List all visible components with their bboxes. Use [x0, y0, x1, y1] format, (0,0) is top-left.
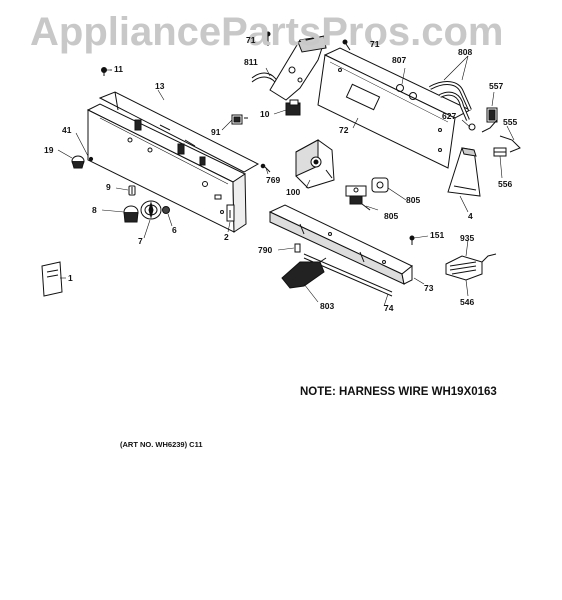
part-10-switch	[285, 99, 301, 116]
callout-805a: 805	[406, 195, 421, 205]
callout-769: 769	[266, 175, 281, 185]
watermark-logo: AppliancePartsPros.com	[30, 10, 504, 54]
callout-73: 73	[424, 283, 434, 293]
part-151-screw	[409, 235, 415, 245]
callout-6: 6	[172, 225, 177, 235]
part-6-knob	[162, 206, 170, 214]
part-803-bracket	[281, 257, 327, 289]
callout-91: 91	[211, 127, 221, 137]
part-8-knob	[123, 205, 139, 223]
callout-1: 1	[68, 273, 73, 283]
part-808-inlet-hoses	[429, 81, 472, 121]
part-13-control-panel	[86, 103, 247, 233]
part-71-screw-b	[342, 39, 351, 51]
callout-7: 7	[138, 236, 143, 246]
callout-9: 9	[106, 182, 111, 192]
part-805-switch-a	[371, 177, 389, 193]
part-71-screw	[265, 31, 271, 46]
part-2-bracket	[226, 204, 235, 222]
callout-11: 11	[114, 64, 123, 74]
callout-10: 10	[260, 109, 270, 119]
callout-8: 8	[92, 205, 97, 215]
callout-556: 556	[498, 179, 513, 189]
callout-71: 71	[246, 35, 256, 45]
part-790-clip	[294, 243, 301, 253]
callout-19: 19	[44, 145, 54, 155]
callout-807: 807	[392, 55, 407, 65]
leader-lines	[57, 39, 515, 307]
part-41-pin	[88, 156, 94, 162]
part-557-valve	[481, 107, 498, 133]
callout-803: 803	[320, 301, 335, 311]
callout-790: 790	[258, 245, 273, 255]
part-7-timer-dial	[140, 200, 162, 220]
callout-72: 72	[339, 125, 349, 135]
part-100-timer-motor	[295, 139, 335, 189]
part-807-fitting	[396, 84, 417, 100]
callout-808: 808	[458, 47, 473, 57]
harness-note: NOTE: HARNESS WIRE WH19X0163	[300, 386, 497, 398]
art-number: (ART NO. WH6239) C11	[120, 440, 203, 449]
callout-627: 627	[442, 111, 457, 121]
callout-546: 546	[460, 297, 475, 307]
callout-41: 41	[62, 125, 72, 135]
callout-13: 13	[155, 81, 165, 91]
callout-805b: 805	[384, 211, 399, 221]
part-91-switch	[231, 114, 248, 125]
part-13-back-frame	[98, 91, 260, 173]
callout-935: 935	[460, 233, 475, 243]
part-11-screw	[101, 67, 112, 76]
part-73-rear-channel	[268, 204, 413, 285]
part-71-mount-bracket	[269, 35, 327, 101]
part-72-backsplash	[317, 47, 472, 169]
callout-71b: 71	[370, 39, 380, 49]
part-555-connector	[493, 135, 521, 157]
callout-2: 2	[224, 232, 229, 242]
callout-74: 74	[384, 303, 394, 313]
part-1-manual	[41, 261, 63, 297]
part-935-harness	[445, 253, 497, 281]
callout-4: 4	[468, 211, 473, 221]
callout-151: 151	[430, 230, 445, 240]
callout-811: 811	[244, 57, 258, 67]
part-9-button	[128, 185, 136, 196]
part-4-end-cap	[447, 147, 481, 197]
part-627-washer	[468, 123, 476, 131]
callout-100: 100	[286, 187, 301, 197]
part-805-switch-b	[345, 185, 371, 211]
callout-557: 557	[489, 81, 504, 91]
callout-555: 555	[503, 117, 518, 127]
part-19-knob	[71, 155, 85, 169]
part-769-screw	[260, 163, 271, 173]
